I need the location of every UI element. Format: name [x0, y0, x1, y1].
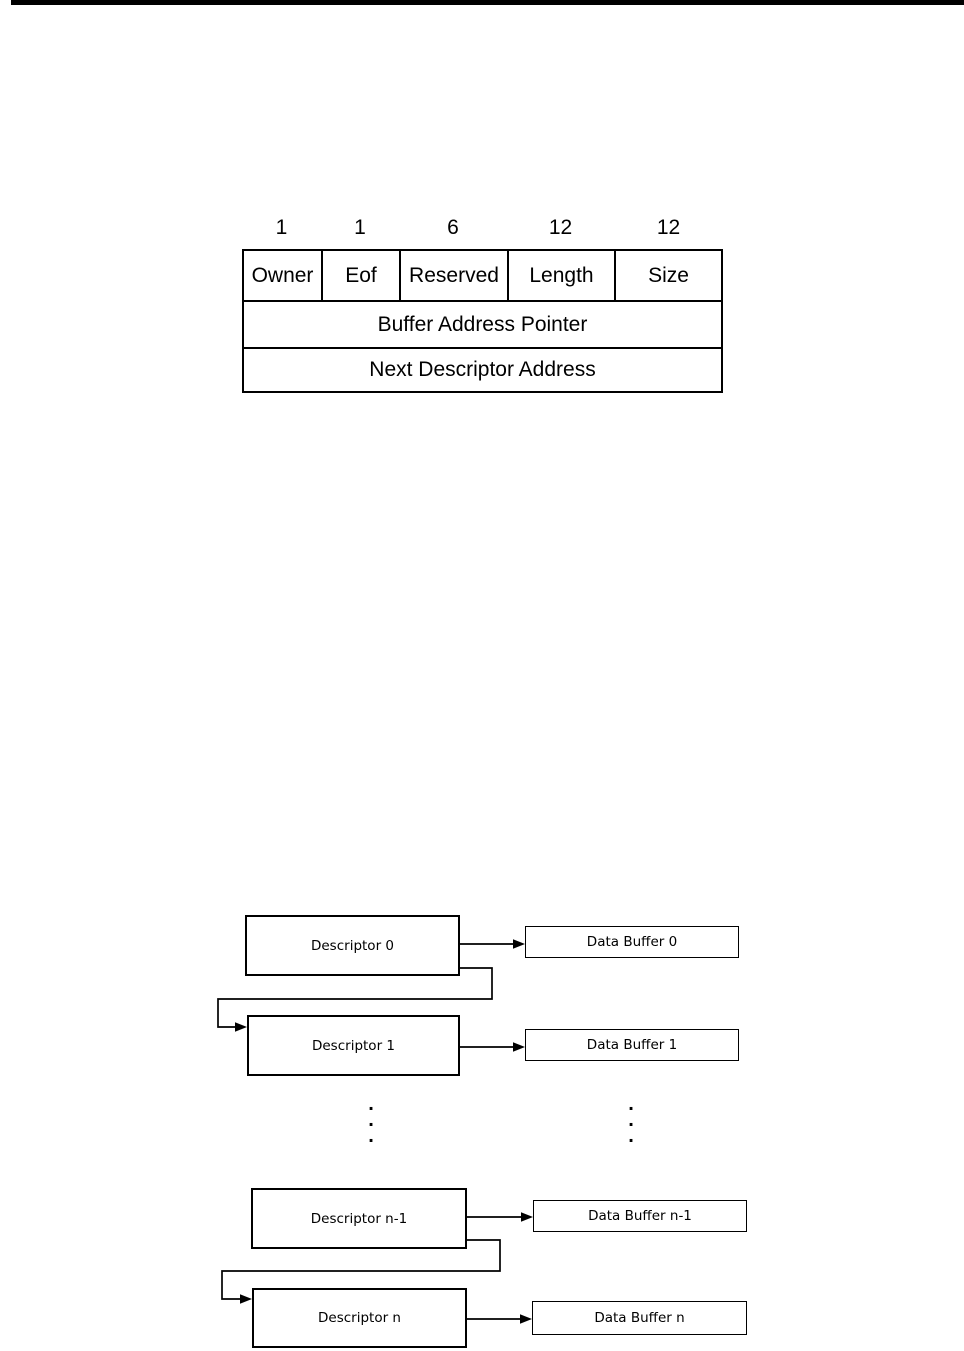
- field-reserved: Reserved: [401, 251, 509, 300]
- arrowhead-bufn: [520, 1314, 532, 1324]
- ellipsis-dot: .: [627, 1127, 635, 1146]
- bit-width-owner: 1: [275, 216, 288, 239]
- buffer-address-pointer-row: Buffer Address Pointer: [244, 302, 721, 349]
- arrowhead-descn: [240, 1294, 252, 1304]
- arrowhead-bufn1: [521, 1212, 533, 1222]
- data-buffer-1-box: Data Buffer 1: [525, 1029, 739, 1061]
- data-buffer-n-1-box: Data Buffer n-1: [533, 1200, 747, 1232]
- data-buffer-n-box: Data Buffer n: [532, 1301, 747, 1335]
- ellipsis-dot: .: [627, 1095, 635, 1114]
- bit-width-eof: 1: [354, 216, 366, 239]
- descriptor-format-table: Owner Eof Reserved Length Size Buffer Ad…: [242, 249, 723, 393]
- vertical-ellipsis-descriptors: . . .: [364, 1095, 378, 1146]
- arrowhead-buf0: [513, 939, 525, 949]
- arrowhead-buf1: [513, 1042, 525, 1052]
- field-eof: Eof: [323, 251, 401, 300]
- descriptor-0-box: Descriptor 0: [245, 915, 460, 976]
- descriptor-n-box: Descriptor n: [252, 1288, 467, 1348]
- field-size: Size: [648, 263, 689, 287]
- descriptor-1-box: Descriptor 1: [247, 1015, 460, 1076]
- bit-width-size: 12: [656, 216, 681, 239]
- bit-width-length: 12: [548, 216, 573, 239]
- ellipsis-dot: .: [627, 1111, 635, 1130]
- field-owner: Owner: [244, 251, 323, 300]
- next-descriptor-address-label: Next Descriptor Address: [369, 358, 596, 381]
- data-buffer-0-box: Data Buffer 0: [525, 926, 739, 958]
- descriptor-n-1-box: Descriptor n-1: [251, 1188, 467, 1249]
- ellipsis-dot: .: [367, 1095, 375, 1114]
- page-top-rule: [11, 0, 964, 5]
- next-descriptor-address-row: Next Descriptor Address: [244, 349, 721, 391]
- ellipsis-dot: .: [367, 1111, 375, 1130]
- field-name-row: Owner Eof Reserved Length Size: [244, 251, 721, 302]
- field-length: Length: [509, 251, 616, 300]
- arrowhead-desc1: [235, 1022, 247, 1032]
- bit-width-reserved: 6: [447, 216, 459, 239]
- ellipsis-dot: .: [367, 1127, 375, 1146]
- buffer-address-pointer-label: Buffer Address Pointer: [377, 312, 588, 336]
- bit-width-row: 1 1 6 12 12: [242, 211, 723, 245]
- vertical-ellipsis-buffers: . . .: [624, 1095, 638, 1146]
